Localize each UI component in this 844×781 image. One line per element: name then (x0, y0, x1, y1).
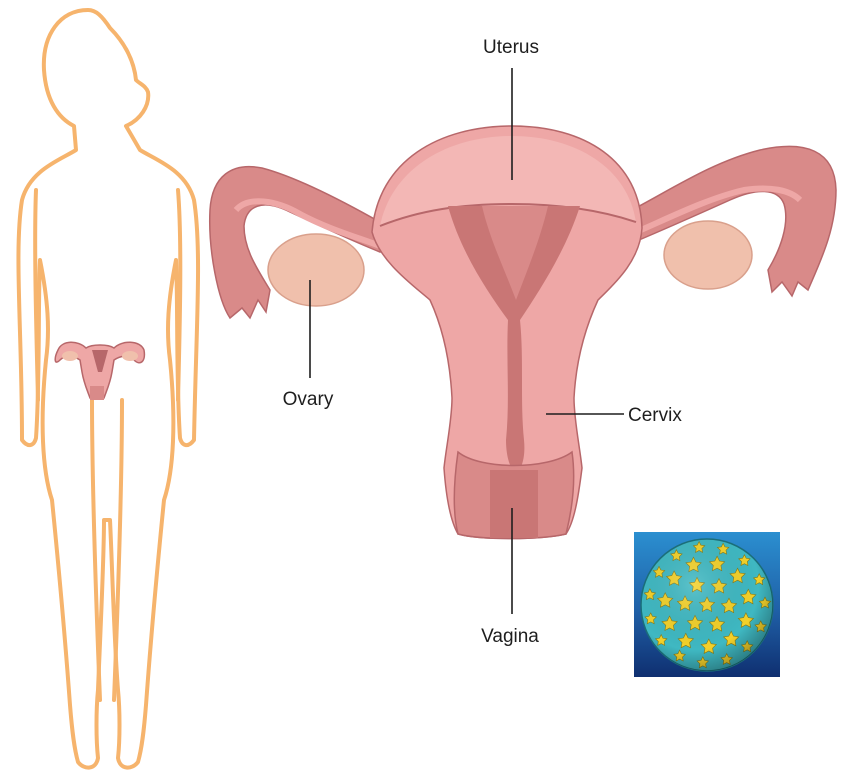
cervix-label: Cervix (628, 405, 682, 426)
left-ovary (268, 234, 364, 306)
vaginal-canal (490, 470, 538, 538)
ovary-label: Ovary (283, 389, 334, 410)
papillomavirus-particle-icon (634, 532, 780, 677)
right-ovary (664, 221, 752, 289)
vagina-label: Vagina (481, 626, 539, 647)
uterus-label: Uterus (483, 37, 539, 58)
